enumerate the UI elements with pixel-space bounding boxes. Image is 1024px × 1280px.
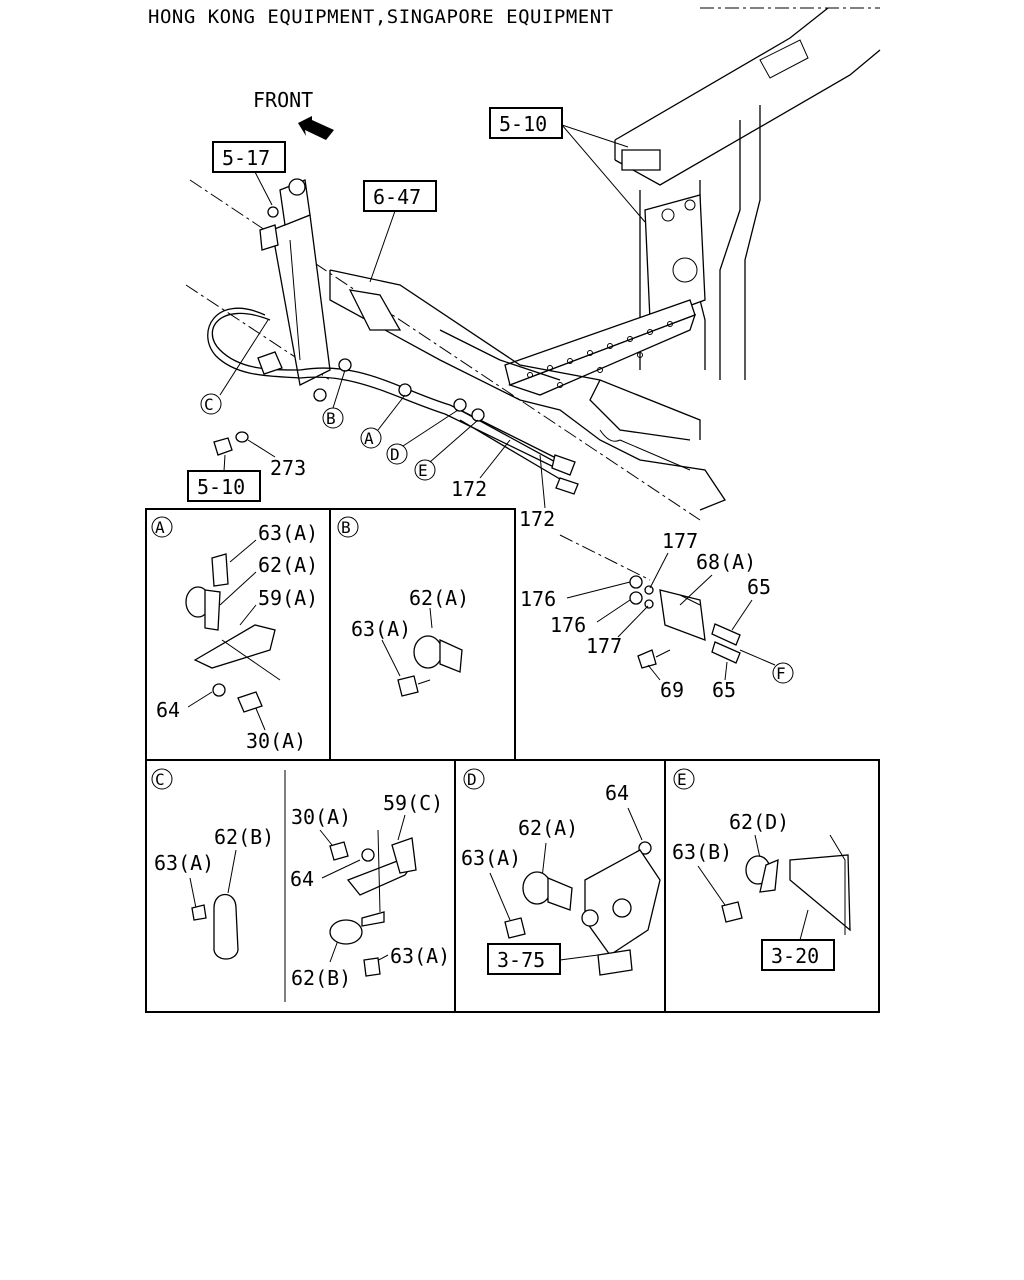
svg-text:59(A): 59(A) — [258, 586, 318, 610]
detail-panel-a: A 63(A) 62(A) 59(A) 64 30(A) — [151, 516, 318, 753]
svg-text:62(D): 62(D) — [729, 810, 789, 834]
svg-text:62(A): 62(A) — [518, 816, 578, 840]
svg-text:177: 177 — [586, 634, 622, 658]
ref-box-5-10-top: 5-10 — [489, 107, 646, 223]
svg-text:273: 273 — [270, 456, 306, 480]
svg-text:63(A): 63(A) — [461, 846, 521, 870]
ref-box-5-17: 5-17 — [212, 141, 286, 206]
page-title: HONG KONG EQUIPMENT,SINGAPORE EQUIPMENT — [148, 6, 614, 28]
front-direction-indicator: FRONT — [253, 88, 334, 140]
svg-text:69: 69 — [660, 678, 684, 702]
svg-text:62(A): 62(A) — [258, 553, 318, 577]
relay-bracket-assembly: F 177 68(A) 65 176 176 177 69 65 — [520, 529, 794, 702]
svg-text:D: D — [467, 770, 477, 789]
svg-text:68(A): 68(A) — [696, 550, 756, 574]
svg-text:A: A — [155, 518, 165, 537]
svg-text:B: B — [326, 409, 336, 428]
svg-text:177: 177 — [662, 529, 698, 553]
svg-text:B: B — [341, 518, 351, 537]
svg-text:63(A): 63(A) — [390, 944, 450, 968]
svg-text:62(B): 62(B) — [214, 825, 274, 849]
chassis-frame-drawing — [185, 7, 881, 581]
front-label: FRONT — [253, 88, 313, 112]
svg-text:64: 64 — [156, 698, 180, 722]
svg-text:3-75: 3-75 — [497, 948, 545, 972]
ref-box-5-10-bottom: 5-10 — [187, 454, 261, 502]
detail-panel-b: B 62(A) 63(A) — [337, 516, 469, 697]
svg-text:62(A): 62(A) — [409, 586, 469, 610]
svg-text:63(A): 63(A) — [351, 617, 411, 641]
harness-labels: 172 172 — [451, 439, 555, 531]
svg-text:65: 65 — [747, 575, 771, 599]
svg-text:64: 64 — [605, 781, 629, 805]
svg-text:E: E — [677, 770, 687, 789]
svg-text:63(A): 63(A) — [258, 521, 318, 545]
svg-text:59(C): 59(C) — [383, 791, 443, 815]
callout-letters-main: C B A D E — [200, 319, 479, 481]
svg-text:63(A): 63(A) — [154, 851, 214, 875]
svg-text:62(B): 62(B) — [291, 966, 351, 990]
svg-text:C: C — [204, 395, 214, 414]
detail-panel-c: C 62(B) 63(A) 30(A) 59(C) 64 62(B) 63(A) — [151, 768, 450, 990]
svg-text:63(B): 63(B) — [672, 840, 732, 864]
svg-text:30(A): 30(A) — [246, 729, 306, 753]
detail-panel-d: D 64 62(A) 63(A) 3-75 — [461, 768, 661, 976]
svg-text:5-17: 5-17 — [222, 146, 270, 170]
svg-text:176: 176 — [550, 613, 586, 637]
svg-text:E: E — [418, 461, 428, 480]
svg-text:5-10: 5-10 — [499, 112, 547, 136]
svg-text:172: 172 — [451, 477, 487, 501]
svg-text:C: C — [155, 770, 165, 789]
svg-text:176: 176 — [520, 587, 556, 611]
svg-text:D: D — [390, 445, 400, 464]
detail-panels-frame — [145, 508, 880, 1013]
svg-text:65: 65 — [712, 678, 736, 702]
bolt-washer-273: 273 — [213, 431, 306, 480]
detail-panel-e: E 62(D) 63(B) 3-20 — [672, 768, 851, 971]
svg-text:172: 172 — [519, 507, 555, 531]
svg-text:6-47: 6-47 — [373, 185, 421, 209]
ref-box-6-47: 6-47 — [363, 180, 437, 283]
svg-text:5-10: 5-10 — [197, 475, 245, 499]
svg-text:A: A — [364, 429, 374, 448]
svg-text:F: F — [776, 664, 786, 683]
svg-text:64: 64 — [290, 867, 314, 891]
svg-text:30(A): 30(A) — [291, 805, 351, 829]
front-arrow-icon — [298, 116, 334, 140]
svg-text:3-20: 3-20 — [771, 944, 819, 968]
